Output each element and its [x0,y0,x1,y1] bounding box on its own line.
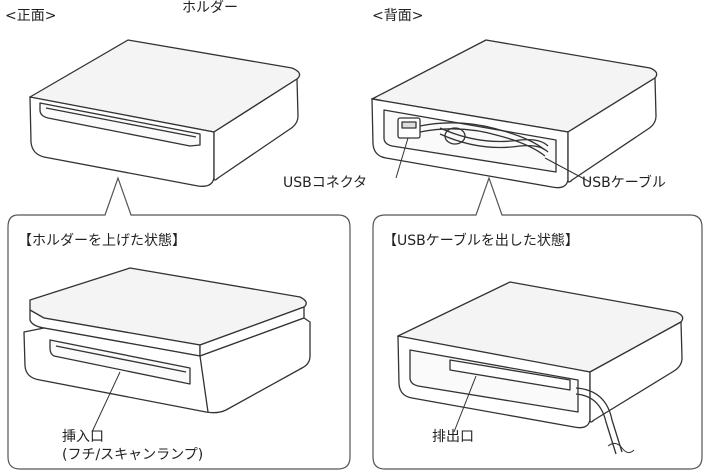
usb-cable-icon [419,122,549,157]
front-device-side-face [213,78,299,181]
insertion-slot [49,339,191,385]
insertion-slot-label: 挿入口 [62,429,104,445]
back-device [371,39,658,189]
panel-left-border [7,176,351,470]
back-view-label: <背面> [372,8,424,24]
front-slot [39,102,201,147]
holder-label: ホルダー [182,0,238,16]
front-view-label: <正面> [5,8,57,24]
ejection-slot-label: 排出口 [432,429,474,445]
front-device [29,39,301,187]
cable-compartment [383,109,557,173]
insertion-slot-sublabel: (フチ/スキャンランプ) [62,447,204,463]
panel-right-title: 【USBケーブルを出した状態】 [383,233,579,249]
back-device-side-face [567,77,657,183]
extended-cable-icon [575,387,623,453]
panel-right-border [372,176,703,470]
usb-connector-label: USBコネクタ [283,175,368,191]
usb-cable-label: USBケーブル [582,175,666,191]
cable-out-device [397,281,684,455]
panel-left-title: 【ホルダーを上げた状態】 [18,233,186,249]
holder-raised-device [23,267,311,433]
